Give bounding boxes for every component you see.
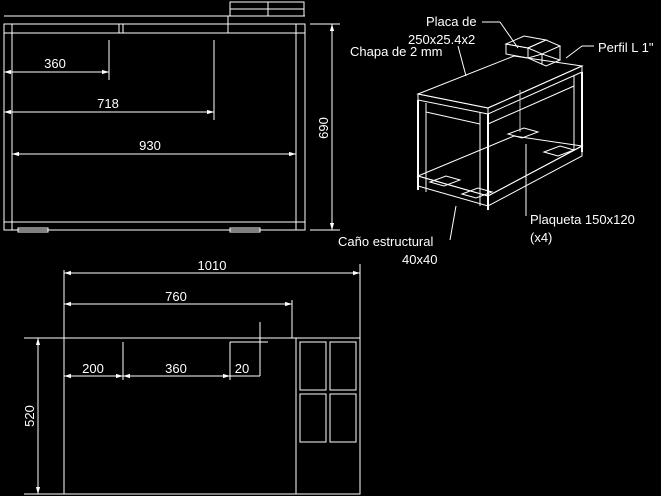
dim-200-label: 200: [82, 361, 104, 376]
dim-690-label: 690: [316, 117, 331, 139]
plan-plate-4: [329, 393, 357, 443]
label-cano-2: 40x40: [402, 252, 437, 267]
dim-520-label: 520: [22, 405, 37, 427]
iso-view: Placa de 250x25.4x2 Chapa de 2 mm Perfil…: [338, 14, 654, 267]
iso-plaqueta-1: [428, 175, 462, 187]
label-placa-1: Placa de: [426, 14, 477, 29]
dim-760-label: 760: [165, 289, 187, 304]
front-view: 360 718 930 690: [3, 1, 340, 233]
label-placa-2: 250x25.4x2: [408, 32, 475, 47]
label-plaqueta-1: Plaqueta 150x120: [530, 212, 635, 227]
front-frame: [3, 23, 306, 231]
dim-718-label: 718: [97, 96, 119, 111]
dim-20-label: 20: [235, 361, 249, 376]
label-cano-1: Caño estructural: [338, 234, 433, 249]
leader-chapa: [457, 45, 467, 77]
iso-upper-front-rail: [425, 111, 481, 125]
iso-top-plate: [416, 55, 584, 109]
leader-cano: [449, 205, 457, 241]
iso-top-side-edge: [487, 65, 583, 115]
label-perfil: Perfil L 1": [598, 40, 654, 55]
front-foot-left: [17, 227, 49, 233]
dim-360b-label: 360: [165, 361, 187, 376]
iso-placa-1: [504, 35, 548, 49]
dim-360-label: 360: [44, 56, 66, 71]
leader-placa: [499, 21, 519, 49]
plan-view: 1010 760 200 360 20 520: [22, 258, 361, 495]
plan-plate-2: [329, 341, 357, 391]
iso-bottom-rails: [417, 145, 583, 207]
dim-930-label: 930: [139, 138, 161, 153]
dim-1010-label: 1010: [198, 258, 227, 273]
iso-top-front-edge: [417, 93, 489, 115]
front-foot-right: [229, 227, 261, 233]
plan-frame: [63, 337, 361, 495]
plan-plate-3: [299, 393, 327, 443]
label-chapa: Chapa de 2 mm: [350, 44, 443, 59]
iso-placa-2: [526, 39, 562, 55]
label-plaqueta-2: (x4): [530, 230, 552, 245]
leader-perfil: [565, 45, 583, 59]
iso-upper-side-rail: [487, 85, 575, 125]
iso-plaqueta-3: [506, 127, 540, 139]
iso-plaqueta-2: [460, 187, 494, 199]
plan-plate-1: [299, 341, 327, 391]
iso-plaqueta-4: [542, 145, 576, 157]
iso-bottom-frame: [416, 135, 584, 197]
